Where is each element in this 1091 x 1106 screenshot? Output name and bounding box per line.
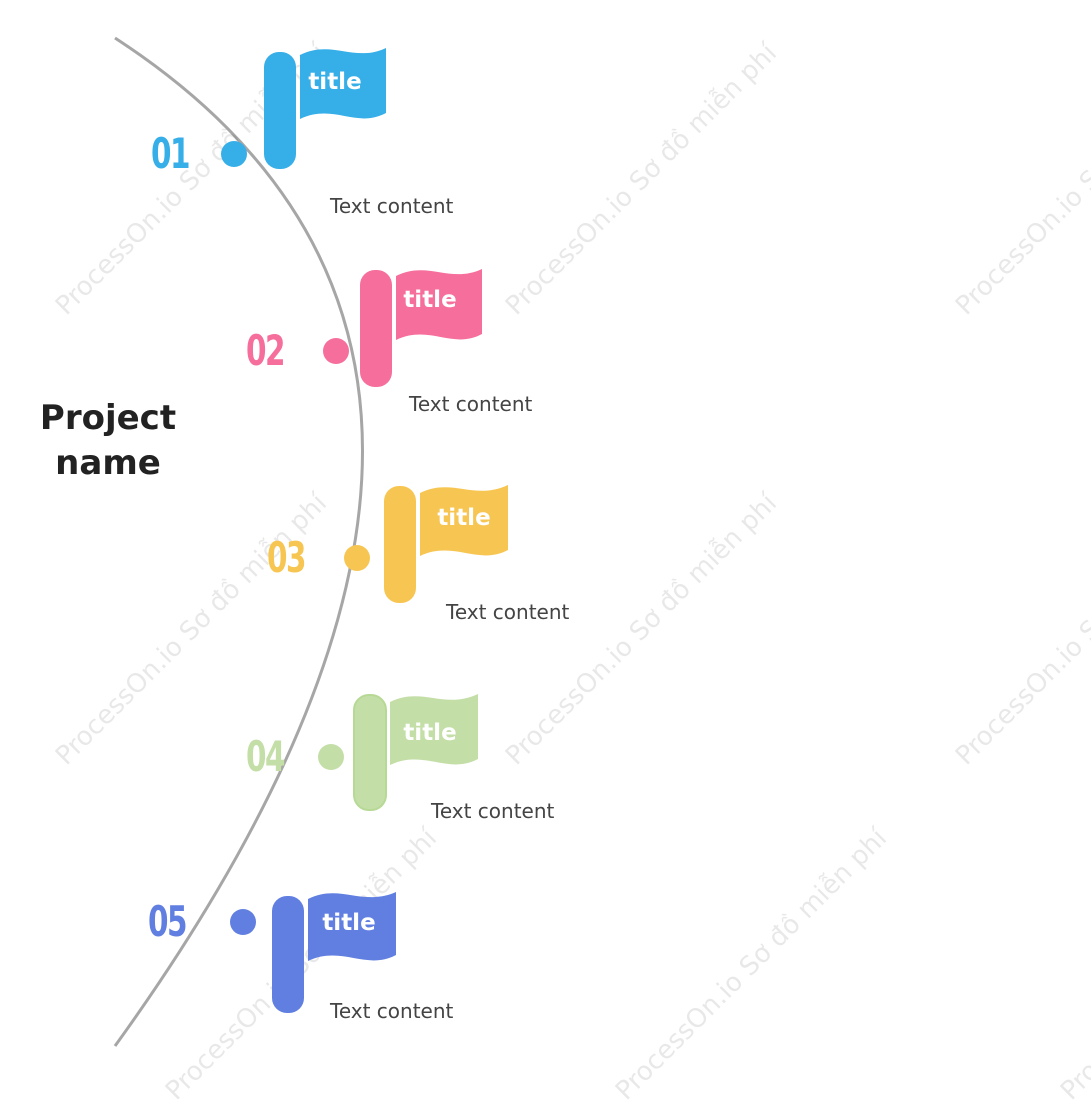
flag-icon <box>353 694 478 811</box>
flag-icon <box>360 269 482 387</box>
milestone-dot <box>221 141 247 167</box>
flag-icon <box>384 485 508 603</box>
flag-title: title <box>403 287 457 313</box>
milestone-number: 03 <box>267 533 306 582</box>
milestone-text: Text content <box>431 799 555 823</box>
milestone-dot <box>230 909 256 935</box>
milestone-dot <box>323 338 349 364</box>
flag-title: title <box>322 910 376 936</box>
flag-icon <box>272 892 396 1013</box>
project-title-line-2: name <box>55 443 161 483</box>
flag-title: title <box>437 505 491 531</box>
milestone-text: Text content <box>446 600 570 624</box>
flag-title: title <box>403 720 457 746</box>
milestone-number: 02 <box>246 326 285 375</box>
flag-title: title <box>308 69 362 95</box>
project-title: Project name <box>30 396 186 486</box>
milestone-number: 01 <box>151 129 190 178</box>
milestone-dot <box>344 545 370 571</box>
milestone-number: 04 <box>246 732 285 781</box>
project-title-line-1: Project <box>39 398 177 438</box>
flag-icon <box>264 48 386 169</box>
milestone-text: Text content <box>330 999 454 1023</box>
milestone-text: Text content <box>409 392 533 416</box>
milestone-text: Text content <box>330 194 454 218</box>
milestone-dot <box>318 744 344 770</box>
milestone-number: 05 <box>148 897 187 946</box>
timeline-arc <box>113 36 364 1047</box>
